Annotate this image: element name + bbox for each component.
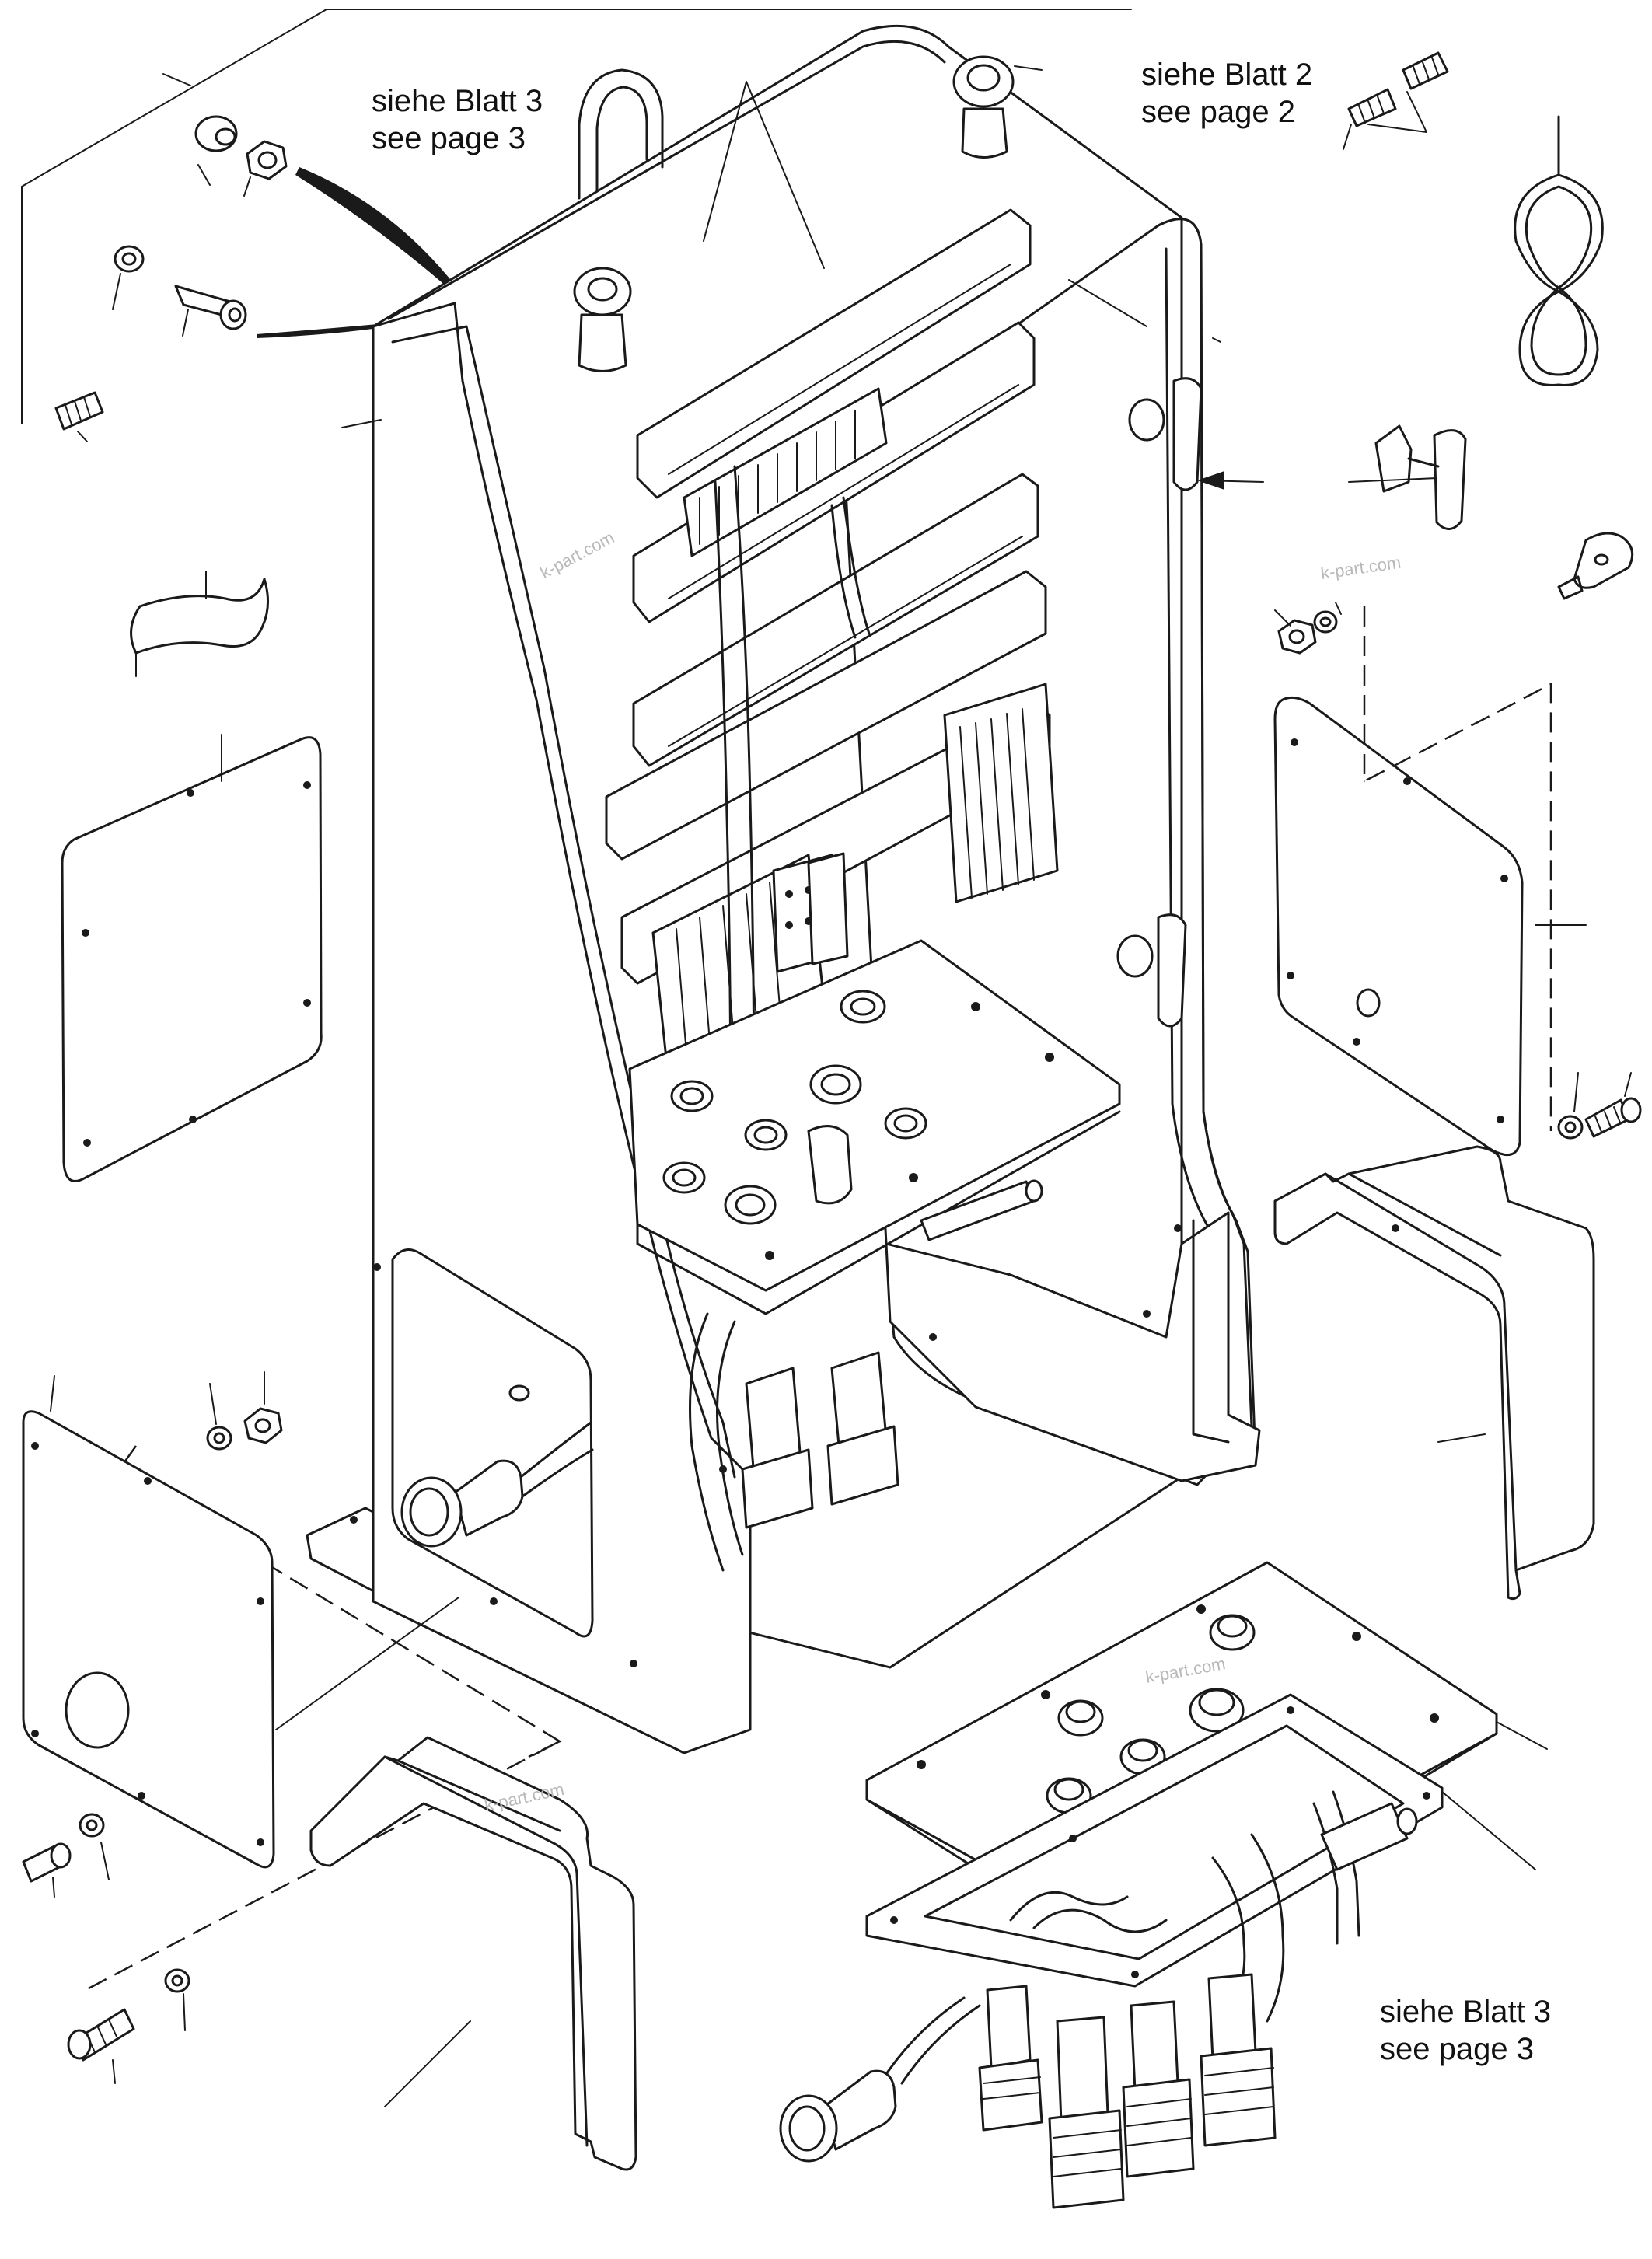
spacer-sleeve — [194, 115, 238, 186]
assembly-dashed-lines — [85, 606, 1552, 1992]
set-screws-pair — [1343, 51, 1449, 150]
note-top-right-line1: siehe Blatt 2 — [1141, 58, 1313, 92]
cover-bracket-lower-left — [309, 1736, 637, 2171]
socket-head-screw — [174, 285, 247, 337]
reference-note-top-left: siehe Blatt 3 see page 3 — [372, 82, 543, 157]
note-top-left-line1: siehe Blatt 3 — [372, 84, 543, 118]
watermark-1: k-part.com — [1319, 553, 1402, 583]
reference-note-top-right: siehe Blatt 2 see page 2 — [1141, 56, 1312, 131]
screw-washer-bottom-left — [67, 1968, 190, 2084]
washer-screw-right — [1557, 1072, 1642, 1140]
lifting-eye-left — [573, 267, 632, 372]
round-connector-bottom — [779, 1996, 981, 2163]
u-handle — [578, 68, 664, 200]
cable-glands-under-cabinet — [689, 1179, 1043, 1572]
door-handle-lower — [1116, 913, 1187, 1028]
door-handle-upper — [1128, 377, 1203, 491]
top-left-leader-frame — [21, 9, 1132, 424]
screw-washer-lower-left — [22, 1813, 110, 1898]
connectors-bottom — [978, 1973, 1277, 2209]
lifting-eye-right — [952, 55, 1043, 159]
cable-bundle-lower — [1009, 1790, 1418, 2023]
note-bottom-right-line2: see page 3 — [1380, 2032, 1534, 2066]
side-cover-plate-left — [61, 734, 323, 1182]
gasket-frame — [865, 1693, 1536, 1988]
t-handle-loose — [1348, 424, 1467, 530]
nut-washer-right-top — [1274, 602, 1342, 655]
nut-washer-lower-left — [206, 1371, 283, 1451]
set-screw-left — [54, 391, 104, 442]
note-top-left-line2: see page 3 — [372, 121, 526, 155]
cable-break-symbol — [130, 571, 269, 677]
cover-plate-lower-left — [22, 1375, 459, 1869]
side-cover-plate-right — [1273, 696, 1587, 1157]
misc-leaders — [341, 81, 1221, 428]
washer-small — [112, 245, 145, 310]
round-connector-side — [400, 1384, 594, 1548]
reference-note-bottom-right: siehe Blatt 3 see page 3 — [1380, 1993, 1551, 2068]
hex-nut-top — [243, 140, 288, 197]
note-top-right-line2: see page 2 — [1141, 95, 1295, 129]
cable-tie-loop — [1514, 115, 1604, 386]
cable-lug — [1557, 532, 1634, 600]
gland-plate-mounted — [628, 939, 1121, 1315]
cover-bracket-right — [1273, 1145, 1595, 1601]
note-bottom-right-line1: siehe Blatt 3 — [1380, 1995, 1552, 2029]
arrow-to-handle — [1197, 471, 1264, 490]
